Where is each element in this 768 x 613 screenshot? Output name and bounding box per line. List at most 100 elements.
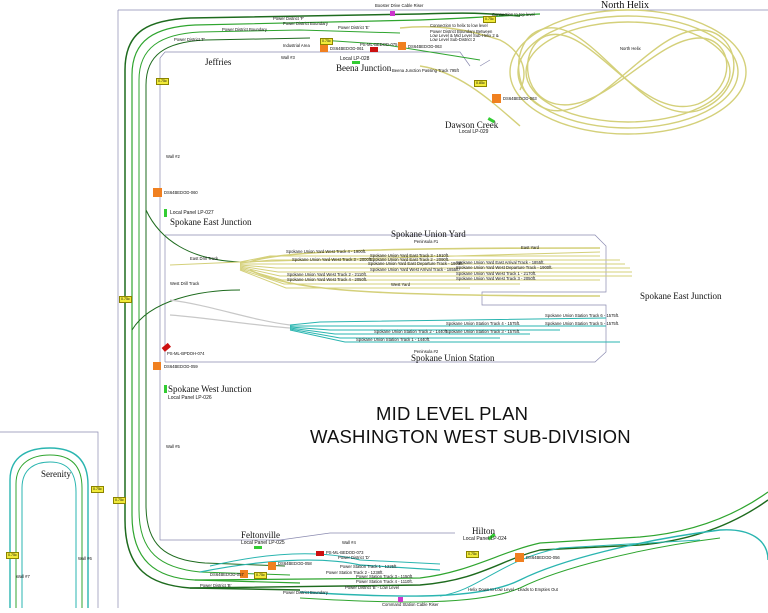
pm-west-label: PS-ML-BPDOH-074 bbox=[167, 351, 205, 356]
ds-feltonville-b-label: DS64BEDOD-058 bbox=[278, 561, 312, 566]
ds-helix-label: DS64BEDOD-063 bbox=[503, 96, 537, 101]
place-jeffries: Jeffries bbox=[205, 57, 232, 67]
ds-beena-label: DS64BEDOD-063 bbox=[408, 44, 442, 49]
yard-track-label: Spokane Union Yard West Arrival Track - … bbox=[370, 267, 460, 272]
note-east-yard: East Yard bbox=[521, 245, 540, 250]
place-spokane-union-yard: Spokane Union Yard bbox=[391, 229, 466, 239]
ds-east-box bbox=[153, 188, 162, 197]
note-beena-passing: Beena Junction Passing Track 795ft bbox=[392, 68, 459, 73]
yard-track-label: Spokane Union Yard West Departure Track … bbox=[456, 265, 553, 270]
station-track-label: Spokane Union Station Track 2 - 1440ft. bbox=[374, 329, 449, 334]
panel-dawson-label: Local LP-029 bbox=[459, 129, 489, 135]
riser-bottom-box bbox=[398, 597, 403, 602]
note-wall-43: Wall #3 bbox=[281, 55, 295, 60]
note-industrial: Industrial Area bbox=[283, 43, 310, 48]
pm-feltonville-box bbox=[316, 551, 324, 556]
note-wall-45: Wall #5 bbox=[166, 444, 180, 449]
note-pd-boundary-bottom: Power District Boundary bbox=[283, 590, 328, 595]
ds-jeffries-box bbox=[320, 44, 328, 52]
panel-east-box bbox=[164, 209, 167, 217]
place-serenity: Serenity bbox=[41, 469, 71, 479]
note-pd-e-top: Power District 'E' bbox=[338, 25, 370, 30]
note-wall-44: Wall #4 bbox=[342, 540, 356, 545]
pm-feltonville-label: PS-ML-BEDOD-073 bbox=[326, 550, 364, 555]
note-helix-down: Helix Down to Low Level - Leads to Empti… bbox=[468, 587, 558, 592]
yard-track-label: Spokane Union Yard West Track 4 - 1900ft… bbox=[286, 249, 367, 254]
note-booster-top: Booster Drive Cable Riser bbox=[375, 3, 424, 8]
panel-hilton-label: Local Panel LP-024 bbox=[463, 536, 507, 542]
ds-east-label: DS64BEDOD-060 bbox=[164, 190, 198, 195]
note-pd-f-left: Power District 'F' bbox=[174, 37, 206, 42]
panel-feltonville-box bbox=[254, 546, 262, 549]
place-spokane-east-junction-right: Spokane East Junction bbox=[640, 291, 722, 301]
note-west-yard: West Yard bbox=[391, 282, 411, 287]
place-beena-junction: Beena Junction bbox=[336, 63, 392, 73]
yard-track-label: Spokane Union Yard East Departure Track … bbox=[368, 261, 464, 266]
place-hilton: Hilton bbox=[472, 526, 496, 536]
milepost-marker: 0.75c bbox=[156, 78, 169, 85]
yard-track-label: Spokane Union Yard West Track 2 - 2110ft… bbox=[287, 272, 367, 277]
station-track-label: Spokane Union Station Track 6 - 1575ft. bbox=[545, 313, 620, 318]
note-peninsula-a: Peninsula #1 bbox=[414, 239, 439, 244]
power-track-label: Power Station Track 1 - 1225ft. bbox=[340, 564, 398, 569]
riser-top-box bbox=[390, 11, 395, 16]
panel-beena-label: Local LP-028 bbox=[340, 56, 370, 62]
station-tracks bbox=[169, 299, 620, 343]
yard-track-label: Spokane Union Yard East Track 2 - 2090ft… bbox=[370, 257, 450, 262]
yard-track-label: Spokane Union Yard West Track 1 - 2170ft… bbox=[456, 271, 537, 276]
note-power-district-b: Power District 'B' bbox=[200, 583, 232, 588]
mainline-bottom bbox=[189, 491, 768, 603]
milepost-marker: 0.75c bbox=[6, 552, 19, 559]
ds-west-label: DS64BEDOD-059 bbox=[164, 364, 198, 369]
yard-track-label: Spokane Union Yard East Arrival Track - … bbox=[456, 260, 545, 265]
note-pd-boundary-left: Power District Boundary bbox=[222, 27, 267, 32]
place-spokane-west-junction: Spokane West Junction bbox=[168, 384, 252, 394]
panel-beena-box bbox=[352, 61, 360, 64]
place-spokane-union-station: Spokane Union Station bbox=[411, 353, 495, 363]
panel-west-label: Local Panel LP-026 bbox=[168, 395, 212, 401]
note-wall-42: Wall #2 bbox=[166, 154, 180, 159]
station-track-label: Spokane Union Station Track 1 - 1440ft. bbox=[356, 337, 431, 342]
ds-feltonville-b-box bbox=[268, 562, 276, 570]
milepost-marker: 0.75c bbox=[91, 486, 104, 493]
panel-west-box bbox=[164, 385, 167, 393]
note-peninsula-b: Peninsula #2 bbox=[414, 349, 439, 354]
note-pd-b-low: Power District 'B' - Low Level bbox=[345, 585, 399, 590]
panel-feltonville-label: Local Panel LP-025 bbox=[241, 540, 285, 546]
benchwork-walls bbox=[0, 9, 768, 608]
milepost-marker: 0.75c bbox=[254, 572, 267, 579]
note-pd-f-top: Power District 'F' bbox=[273, 16, 305, 21]
plan-title-line2: WASHINGTON WEST SUB-DIVISION bbox=[310, 426, 631, 447]
place-spokane-east-junction: Spokane East Junction bbox=[170, 217, 252, 227]
note-pd-boundary-top: Power District Boundary bbox=[283, 21, 328, 26]
yard-track-label: Spokane Union Yard East Track 3 - 1910ft… bbox=[370, 253, 450, 258]
note-district-boundary: Power District Boundary Between Low Leve… bbox=[430, 29, 499, 43]
ds-west-box bbox=[153, 362, 161, 370]
place-dawson-creek: Dawson Creek bbox=[445, 120, 499, 130]
milepost-marker: 0.75c bbox=[119, 296, 132, 303]
ds-helix-box bbox=[492, 94, 501, 103]
place-north-helix: North Helix bbox=[601, 0, 650, 11]
power-track-label: Power Station Track 4 - 1110ft. bbox=[356, 579, 413, 584]
yard-track-label: Spokane Union Yard West Track 3 - 2000ft… bbox=[292, 257, 373, 262]
yard-ladders bbox=[249, 247, 601, 297]
milepost-marker: 0.75c bbox=[483, 16, 496, 23]
panel-dawson-box bbox=[487, 117, 496, 124]
milepost-marker: 0.75c bbox=[320, 38, 333, 45]
ds-feltonville-a-box bbox=[240, 570, 248, 578]
equipment-markers bbox=[153, 11, 524, 602]
station-track-label: Spokane Union Station Track 3 - 1575ft. bbox=[446, 329, 521, 334]
milepost-marker: 0.75c bbox=[113, 497, 126, 504]
yard-track-label: Spokane Union Yard West Track 4 - 2050ft… bbox=[287, 277, 368, 282]
pm-beena-box bbox=[370, 47, 378, 52]
ds-hilton-label: DS64BEDOD-056 bbox=[526, 555, 560, 560]
plan-title-line1: MID LEVEL PLAN bbox=[376, 403, 529, 424]
north-helix-tracks bbox=[399, 9, 747, 135]
power-track-label: Power Station Track 2 - 1238ft. bbox=[326, 570, 384, 575]
note-wall-46: Wall #6 bbox=[78, 556, 92, 561]
station-track-label: Spokane Union Station Track 5 - 1575ft. bbox=[545, 321, 620, 326]
pm-beena-label: PS-ML-BEDOD-075 bbox=[360, 42, 398, 47]
panel-east-label: Local Panel LP-027 bbox=[170, 210, 214, 216]
ds-hilton-box bbox=[515, 553, 524, 562]
